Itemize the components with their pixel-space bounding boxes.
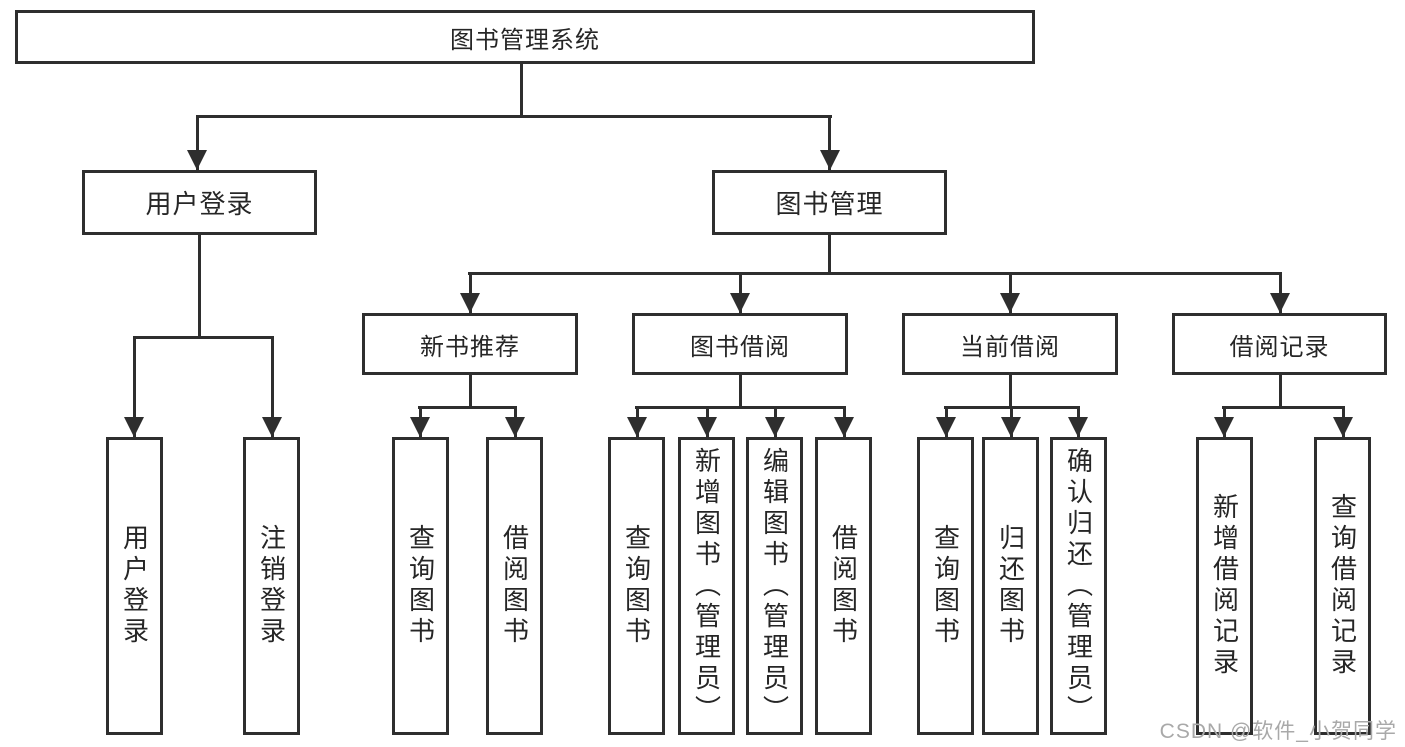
- arrow-down-icon: [1333, 417, 1353, 437]
- leaf-user-login: 用户登录: [106, 437, 163, 735]
- leaf-edit-book-admin: 编辑图书（管理员）: [746, 437, 803, 735]
- node-book-management: 图书管理: [712, 170, 947, 235]
- connector-line: [1279, 272, 1282, 313]
- connector-line: [520, 64, 523, 116]
- connector-line: [418, 406, 517, 409]
- connector-line: [468, 272, 1282, 275]
- arrow-down-icon: [410, 417, 430, 437]
- arrow-down-icon: [1068, 417, 1088, 437]
- leaf-query-books-current: 查询图书: [917, 437, 974, 735]
- node-book-borrow: 图书借阅: [632, 313, 848, 375]
- leaf-add-book-admin: 新增图书（管理员）: [678, 437, 735, 735]
- arrow-down-icon: [124, 417, 144, 437]
- arrow-down-icon: [187, 150, 207, 170]
- connector-line: [133, 336, 274, 339]
- connector-line: [635, 406, 846, 409]
- arrow-down-icon: [460, 293, 480, 313]
- arrow-down-icon: [1270, 293, 1290, 313]
- node-new-book-recommend: 新书推荐: [362, 313, 578, 375]
- connector-line: [828, 235, 831, 273]
- arrow-down-icon: [936, 417, 956, 437]
- arrow-down-icon: [820, 150, 840, 170]
- connector-line: [469, 375, 472, 407]
- connector-line: [198, 235, 201, 337]
- connector-line: [1009, 272, 1012, 313]
- csdn-watermark: CSDN @软件_小贺同学: [1159, 720, 1397, 743]
- connector-line: [469, 272, 472, 313]
- arrow-down-icon: [262, 417, 282, 437]
- arrow-down-icon: [505, 417, 525, 437]
- arrow-down-icon: [730, 293, 750, 313]
- arrow-down-icon: [1000, 293, 1020, 313]
- leaf-query-books-borrow: 查询图书: [608, 437, 665, 735]
- node-current-borrow: 当前借阅: [902, 313, 1118, 375]
- node-library-system: 图书管理系统: [15, 10, 1035, 64]
- connector-line: [1222, 406, 1345, 409]
- arrow-down-icon: [1001, 417, 1021, 437]
- arrow-down-icon: [765, 417, 785, 437]
- arrow-down-icon: [834, 417, 854, 437]
- node-borrow-records: 借阅记录: [1172, 313, 1387, 375]
- leaf-query-books-recommend: 查询图书: [392, 437, 449, 735]
- connector-line: [739, 272, 742, 313]
- connector-line: [196, 115, 832, 118]
- arrow-down-icon: [697, 417, 717, 437]
- connector-line: [739, 375, 742, 407]
- connector-line: [271, 336, 274, 437]
- arrow-down-icon: [627, 417, 647, 437]
- leaf-logout: 注销登录: [243, 437, 300, 735]
- leaf-confirm-return-admin: 确认归还（管理员）: [1050, 437, 1107, 735]
- connector-line: [828, 115, 831, 170]
- connector-line: [196, 115, 199, 170]
- connector-line: [133, 336, 136, 437]
- leaf-borrow-books-borrow: 借阅图书: [815, 437, 872, 735]
- leaf-query-borrow-record: 查询借阅记录: [1314, 437, 1371, 735]
- leaf-add-borrow-record: 新增借阅记录: [1196, 437, 1253, 735]
- connector-line: [1009, 375, 1012, 407]
- leaf-return-books: 归还图书: [982, 437, 1039, 735]
- connector-line: [1279, 375, 1282, 407]
- leaf-borrow-books-recommend: 借阅图书: [486, 437, 543, 735]
- arrow-down-icon: [1214, 417, 1234, 437]
- node-user-login: 用户登录: [82, 170, 317, 235]
